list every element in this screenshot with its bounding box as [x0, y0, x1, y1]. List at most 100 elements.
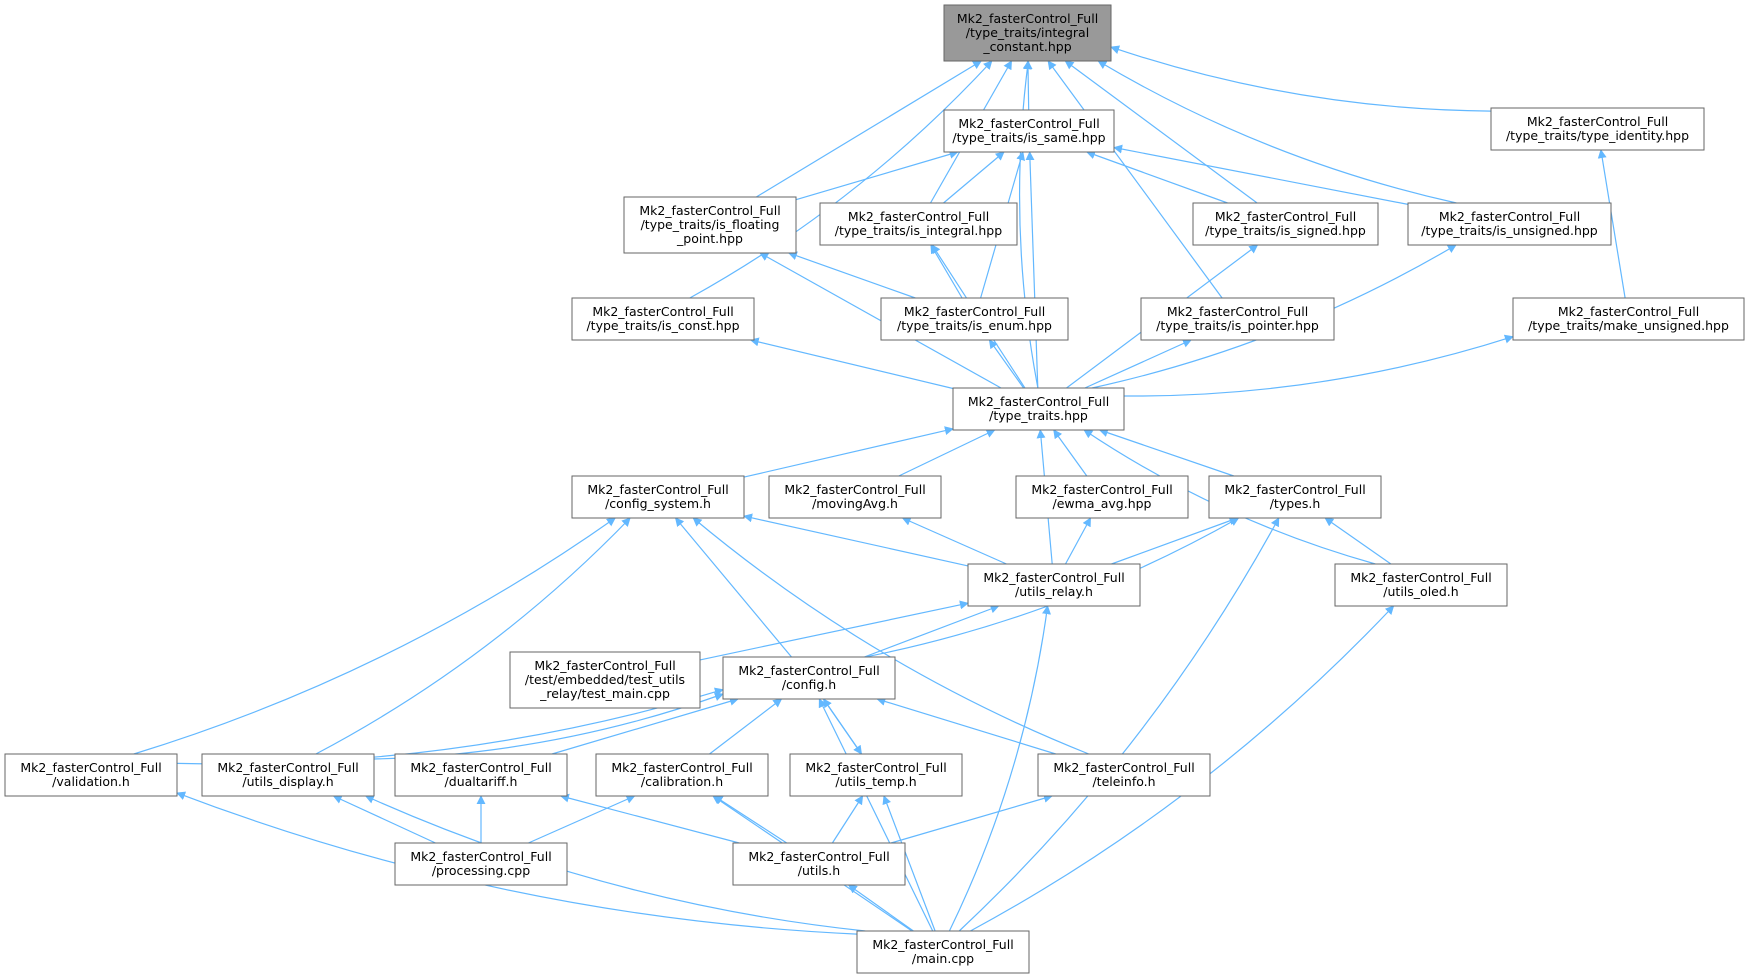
node-label-line: /ewma_avg.hpp — [1053, 496, 1152, 511]
node-is_const[interactable]: Mk2_fasterControl_Full/type_traits/is_co… — [571, 297, 755, 341]
edge-line — [755, 60, 982, 198]
node-box — [967, 563, 1141, 607]
edge-line — [948, 605, 1051, 932]
edge-is_enum-to-is_floating_point — [787, 251, 916, 299]
edge-utils-to-utils_temp — [831, 795, 864, 844]
edge-is_unsigned-to-is_same — [1113, 144, 1409, 205]
node-box — [1140, 297, 1335, 341]
edge-movingAvg-to-type_traits — [898, 429, 996, 477]
edge-line — [882, 795, 936, 932]
edge-is_unsigned-to-integral_constant — [1097, 60, 1457, 204]
node-label-line: Mk2_fasterControl_Full — [1439, 209, 1580, 224]
edge-line — [1111, 516, 1239, 565]
node-movingAvg[interactable]: Mk2_fasterControl_Full/movingAvg.h — [768, 475, 942, 519]
node-box — [394, 753, 568, 797]
node-utils_temp[interactable]: Mk2_fasterControl_Full/utils_temp.h — [789, 753, 963, 797]
node-label-line: /calibration.h — [641, 774, 723, 789]
node-validation[interactable]: Mk2_fasterControl_Full/validation.h — [4, 753, 178, 797]
edge-config-to-utils_relay — [864, 604, 1000, 658]
node-label-line: /dualtariff.h — [445, 774, 518, 789]
node-types[interactable]: Mk2_fasterControl_Full/types.h — [1208, 475, 1382, 519]
edge-type_traits-to-is_enum — [988, 339, 1025, 389]
edge-line — [1053, 429, 1088, 477]
node-is_floating_point[interactable]: Mk2_fasterControl_Full/type_traits/is_fl… — [623, 196, 797, 254]
edge-utils-to-calibration — [713, 795, 788, 844]
node-make_unsigned[interactable]: Mk2_fasterControl_Full/type_traits/make_… — [1512, 297, 1745, 341]
node-label-line: Mk2_fasterControl_Full — [410, 760, 551, 775]
edge-line — [864, 604, 1000, 658]
node-is_enum[interactable]: Mk2_fasterControl_Full/type_traits/is_en… — [880, 297, 1069, 341]
edge-line — [1084, 339, 1192, 389]
node-label-line: /type_traits/is_signed.hpp — [1205, 223, 1366, 238]
edge-is_same-to-integral_constant — [1023, 60, 1033, 111]
node-main[interactable]: Mk2_fasterControl_Full/main.cpp — [856, 930, 1030, 974]
edge-line — [1098, 428, 1234, 477]
edge-main-to-utils_temp — [882, 795, 936, 932]
node-label-line: /type_traits/is_floating — [641, 217, 780, 232]
edge-line — [176, 791, 858, 935]
node-box — [509, 651, 701, 709]
node-label-line: /types.h — [1270, 496, 1321, 511]
node-ewma_avg[interactable]: Mk2_fasterControl_Full/ewma_avg.hpp — [1015, 475, 1189, 519]
node-label-line: Mk2_fasterControl_Full — [784, 482, 925, 497]
node-box — [880, 297, 1069, 341]
edge-line — [818, 698, 934, 932]
node-is_unsigned[interactable]: Mk2_fasterControl_Full/type_traits/is_un… — [1407, 202, 1612, 246]
edge-is_enum-to-is_integral — [930, 244, 963, 299]
node-config_system[interactable]: Mk2_fasterControl_Full/config_system.h — [571, 475, 745, 519]
edge-types-to-type_traits — [1098, 428, 1234, 477]
node-is_pointer[interactable]: Mk2_fasterControl_Full/type_traits/is_po… — [1140, 297, 1335, 341]
node-is_same[interactable]: Mk2_fasterControl_Full/type_traits/is_sa… — [943, 109, 1115, 153]
edge-main-to-types — [958, 517, 1280, 932]
node-label-line: Mk2_fasterControl_Full — [534, 658, 675, 673]
node-teleinfo[interactable]: Mk2_fasterControl_Full/teleinfo.h — [1037, 753, 1211, 797]
node-type_traits[interactable]: Mk2_fasterControl_Full/type_traits.hpp — [952, 387, 1125, 431]
node-label-line: Mk2_fasterControl_Full — [983, 570, 1124, 585]
edge-line — [133, 517, 616, 755]
node-integral_constant[interactable]: Mk2_fasterControl_Full/type_traits/integ… — [943, 4, 1112, 62]
node-utils_oled[interactable]: Mk2_fasterControl_Full/utils_oled.h — [1334, 563, 1508, 607]
edge-line — [1113, 144, 1409, 205]
edge-line — [749, 337, 954, 390]
edge-processing-to-calibration — [528, 795, 636, 844]
edge-line — [898, 429, 996, 477]
edge-line — [559, 793, 740, 844]
node-box — [789, 753, 963, 797]
node-utils_display[interactable]: Mk2_fasterControl_Full/utils_display.h — [201, 753, 375, 797]
node-utils_relay[interactable]: Mk2_fasterControl_Full/utils_relay.h — [967, 563, 1141, 607]
node-box — [943, 109, 1115, 153]
edge-validation-to-config_system — [133, 517, 616, 755]
node-box — [1407, 202, 1612, 246]
node-processing[interactable]: Mk2_fasterControl_Full/processing.cpp — [394, 842, 568, 886]
node-is_signed[interactable]: Mk2_fasterControl_Full/type_traits/is_si… — [1192, 202, 1379, 246]
edge-line — [930, 244, 963, 299]
node-label-line: _relay/test_main.cpp — [539, 686, 670, 701]
edge-ewma_avg-to-type_traits — [1053, 429, 1088, 477]
node-type_identity[interactable]: Mk2_fasterControl_Full/type_traits/type_… — [1490, 107, 1705, 151]
edge-is_floating_point-to-is_same — [795, 149, 959, 201]
node-dualtariff[interactable]: Mk2_fasterControl_Full/dualtariff.h — [394, 753, 568, 797]
edge-line — [958, 517, 1280, 932]
node-label-line: _constant.hpp — [982, 39, 1071, 54]
node-is_integral[interactable]: Mk2_fasterControl_Full/type_traits/is_in… — [819, 202, 1018, 246]
node-test_main[interactable]: Mk2_fasterControl_Full/test/embedded/tes… — [509, 651, 701, 709]
node-label-line: /type_traits/is_unsigned.hpp — [1421, 223, 1598, 238]
edge-make_unsigned-to-type_identity — [1597, 149, 1626, 299]
node-label-line: /type_traits/type_identity.hpp — [1506, 128, 1689, 143]
node-label-line: /teleinfo.h — [1092, 774, 1155, 789]
edge-line — [1018, 60, 1039, 389]
node-config[interactable]: Mk2_fasterControl_Full/config.h — [722, 656, 896, 700]
node-label-line: /utils_display.h — [242, 774, 333, 789]
node-box — [4, 753, 178, 797]
edge-utils_relay-to-types — [1111, 516, 1239, 565]
edge-line — [847, 884, 914, 932]
edge-utils_relay-to-config_system — [743, 513, 969, 567]
edge-is_pointer-to-integral_constant — [1047, 60, 1223, 299]
edge-utils_display-to-config_system — [315, 517, 631, 755]
node-utils[interactable]: Mk2_fasterControl_Full/utils.h — [732, 842, 906, 886]
node-label-line: /utils_oled.h — [1383, 584, 1458, 599]
node-calibration[interactable]: Mk2_fasterControl_Full/calibration.h — [595, 753, 769, 797]
edge-type_traits-to-is_same — [1025, 151, 1039, 389]
edge-teleinfo-to-config_system — [692, 517, 1090, 755]
